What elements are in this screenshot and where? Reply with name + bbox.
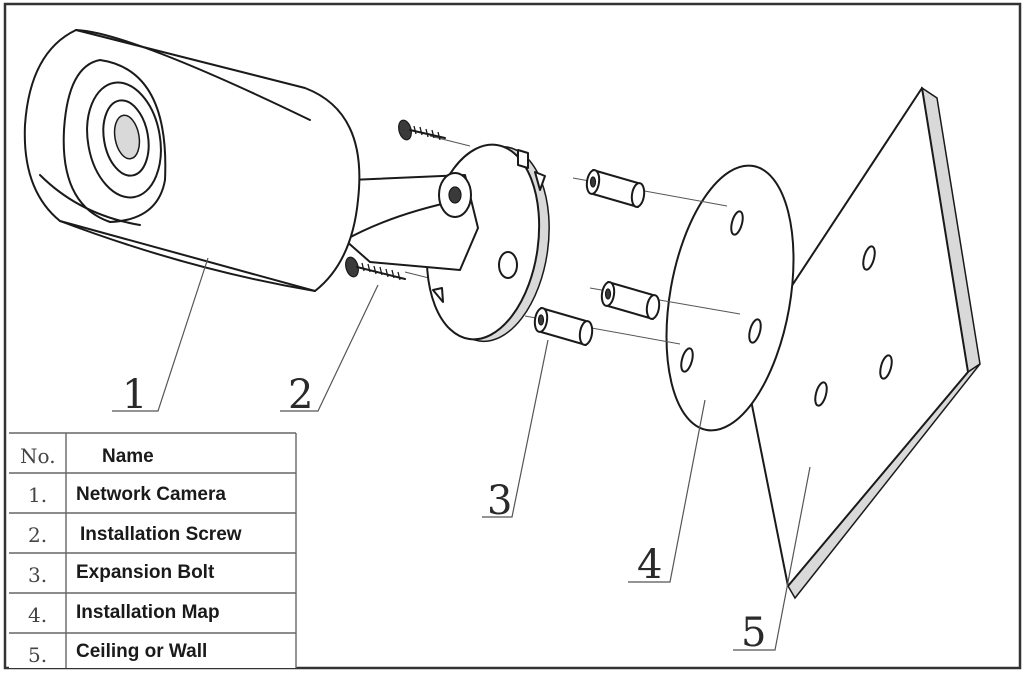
leader-lines: [112, 257, 811, 651]
parts-table: No. Name 1. Network Camera 2. Installati…: [9, 432, 297, 668]
table-row-no-3: 3.: [28, 563, 47, 587]
network-camera-icon: [23, 29, 550, 343]
callout-4: 4: [637, 542, 662, 588]
expansion-bolt-top: [585, 169, 646, 208]
callout-5: 5: [741, 610, 766, 656]
callout-1: 1: [122, 372, 147, 418]
table-row-no-1: 1.: [28, 483, 47, 507]
table-row-name-3: Expansion Bolt: [76, 562, 215, 583]
table-row-name-1: Network Camera: [76, 484, 226, 505]
callout-2: 2: [288, 372, 313, 418]
expansion-bolt-bottom: [533, 307, 594, 346]
table-row-name-4: Installation Map: [76, 602, 220, 623]
camera-body: [23, 29, 361, 292]
expansion-bolt-icon: [533, 169, 661, 346]
table-row-no-4: 4.: [28, 603, 47, 627]
table-header-no: No.: [20, 444, 56, 468]
table-row-name-5: Ceiling or Wall: [76, 641, 207, 662]
camera-bracket-arm: [344, 172, 518, 279]
table-row-no-5: 5.: [28, 643, 47, 667]
callout-labels: 1 2 3 4 5: [122, 372, 766, 656]
table-row-name-2: Installation Screw: [80, 524, 242, 545]
callout-3: 3: [487, 478, 512, 524]
table-row-no-2: 2.: [28, 523, 47, 547]
installation-screw-top: [398, 119, 446, 141]
installation-map-icon: [665, 164, 795, 432]
expansion-bolt-middle: [600, 281, 661, 320]
wall-plate-icon: [742, 86, 981, 600]
table-header-name: Name: [102, 446, 154, 467]
installation-screw-bottom: [345, 256, 406, 281]
